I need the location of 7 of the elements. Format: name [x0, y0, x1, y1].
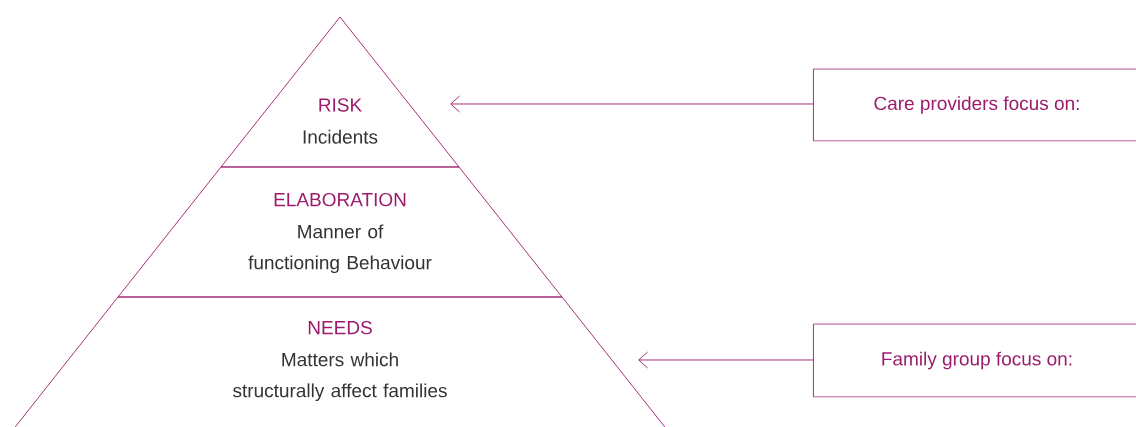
pyramid-tier: RISK Incidents: [220, 16, 460, 168]
pyramid-tier: ELABORATION Manner of functioning Behaviour: [117, 166, 563, 298]
label-box: Family group focus on:: [813, 323, 1136, 398]
pyramid-tier: NEEDS Matters which structurally affect families: [11, 296, 669, 427]
arrow: [450, 95, 814, 113]
label-box: Care providers focus on:: [813, 68, 1136, 142]
arrow: [638, 351, 814, 369]
